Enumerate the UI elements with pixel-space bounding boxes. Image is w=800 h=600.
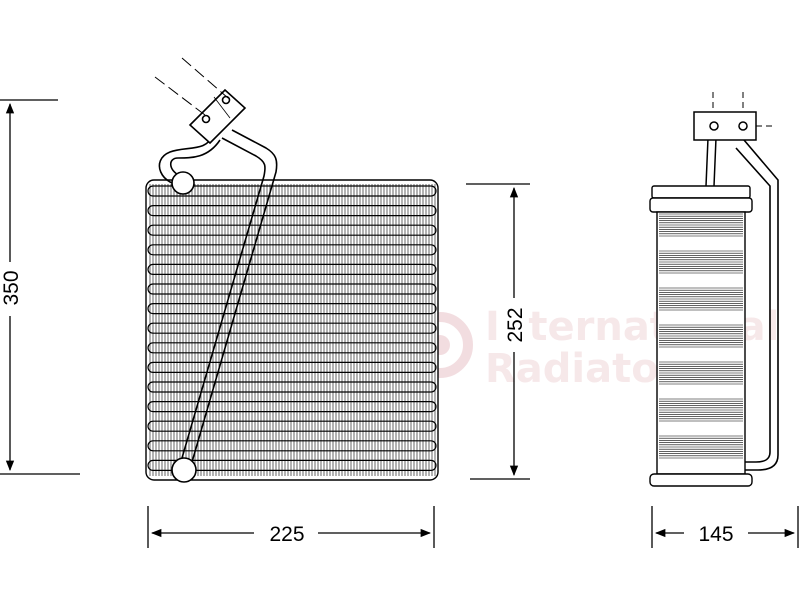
side-core-fins [659, 213, 743, 459]
side-centerlines [712, 92, 772, 127]
tube-row [147, 361, 437, 373]
dimension-label-core-height: 252 [504, 307, 527, 342]
side-pipe [735, 139, 779, 471]
dimension-label-side-depth: 145 [698, 523, 733, 546]
side-top-tank [651, 185, 751, 199]
tube-row [147, 263, 437, 275]
front-core-tubes [147, 185, 437, 471]
front-pipes [158, 129, 278, 483]
dimension-side-depth [651, 506, 799, 548]
dimension-label-total-height: 350 [0, 270, 23, 305]
tube-row [147, 381, 437, 393]
side-valve [693, 111, 757, 187]
tube-row [147, 420, 437, 432]
side-bottom-tank [649, 473, 753, 487]
dimension-front-width [147, 506, 435, 548]
tube-row [147, 224, 437, 236]
tube-row [147, 283, 437, 295]
label-mask-core [502, 298, 526, 352]
front-flange [188, 88, 247, 145]
tube-row [147, 185, 437, 197]
front-view [145, 57, 439, 483]
tube-row [147, 322, 437, 334]
tube-row [147, 205, 437, 217]
side-view [649, 92, 779, 487]
tube-row [147, 401, 437, 413]
tube-row [147, 303, 437, 315]
tube-row [147, 244, 437, 256]
dimension-label-front-width: 225 [269, 523, 304, 546]
label-mask-total [0, 262, 22, 316]
tube-row [147, 342, 437, 354]
tube-row [147, 440, 437, 452]
front-core-fins [149, 184, 436, 476]
side-top-plate [649, 197, 753, 213]
front-centerlines [154, 57, 229, 116]
tube-row [147, 459, 437, 471]
